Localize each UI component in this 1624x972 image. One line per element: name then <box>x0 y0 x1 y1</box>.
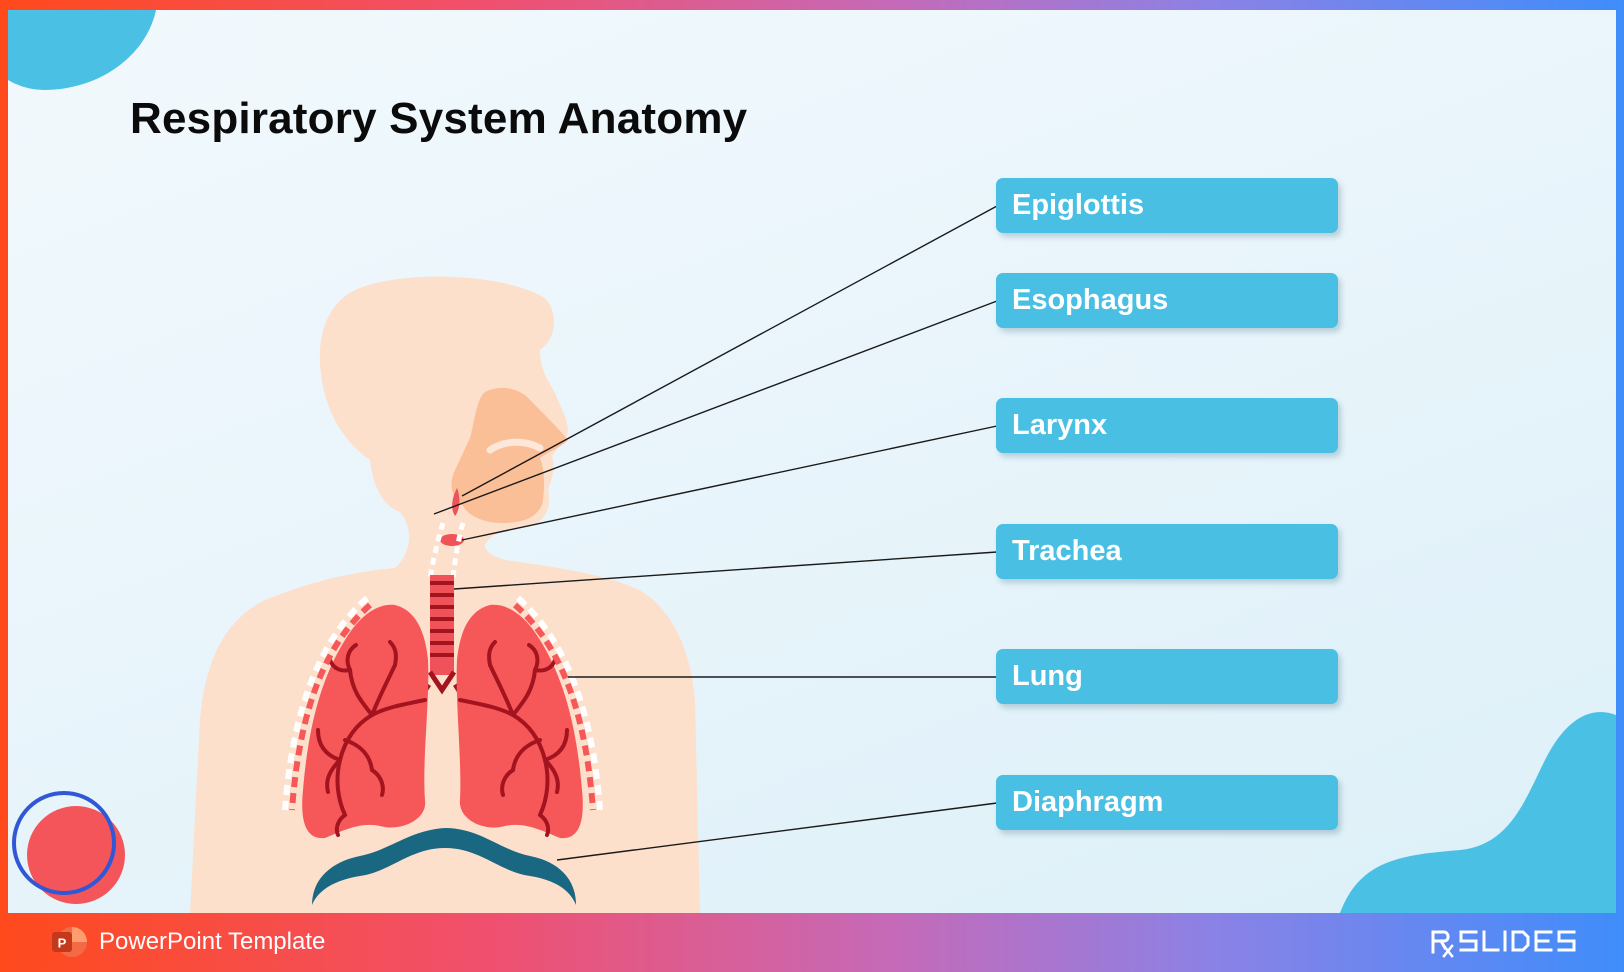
label-larynx-text: Larynx <box>1012 409 1107 442</box>
anatomy-illustration <box>8 10 1616 913</box>
label-larynx: Larynx <box>996 398 1338 453</box>
label-diaphragm: Diaphragm <box>996 775 1338 830</box>
decor-circles-bottom-left <box>14 793 125 904</box>
decor-blob-bottom-right <box>1340 712 1616 913</box>
footer-template-label: PowerPoint Template <box>99 928 325 956</box>
label-epiglottis-text: Epiglottis <box>1012 189 1144 222</box>
slide-canvas: Respiratory System Anatomy <box>8 10 1616 913</box>
label-lung-text: Lung <box>1012 660 1083 693</box>
label-trachea: Trachea <box>996 524 1338 579</box>
label-diaphragm-text: Diaphragm <box>1012 786 1163 819</box>
label-epiglottis: Epiglottis <box>996 178 1338 233</box>
label-trachea-text: Trachea <box>1012 535 1122 568</box>
footer-bar: P PowerPoint Template <box>0 913 1624 972</box>
label-lung: Lung <box>996 649 1338 704</box>
leader-line-epiglottis <box>462 206 997 496</box>
powerpoint-icon: P <box>50 926 88 958</box>
label-esophagus-text: Esophagus <box>1012 284 1168 317</box>
svg-text:P: P <box>58 936 67 951</box>
rxslides-logo <box>1430 925 1580 959</box>
label-esophagus: Esophagus <box>996 273 1338 328</box>
